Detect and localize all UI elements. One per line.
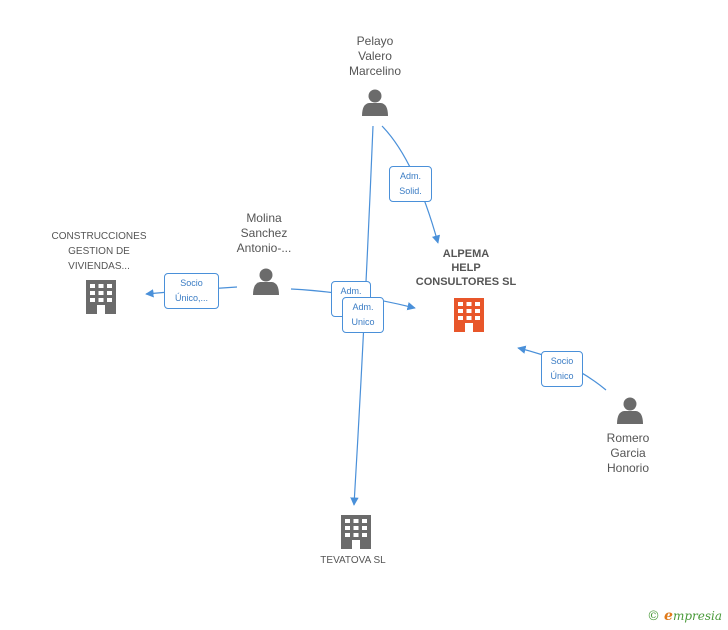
copyright-icon: ©	[647, 608, 661, 624]
node-label-construcciones[interactable]: CONSTRUCCIONES GESTION DE VIVIENDAS...	[51, 231, 147, 272]
brand-name: empresia	[664, 608, 722, 624]
person-icon[interactable]	[617, 397, 643, 425]
empresia-logo: © empresia	[647, 608, 722, 624]
edge-label-pelayo-tevatova[interactable]: Adm. Unico	[342, 297, 384, 333]
node-label-pelayo[interactable]: Pelayo Valero Marcelino	[348, 34, 402, 78]
node-label-romero[interactable]: Romero Garcia Honorio	[606, 431, 650, 475]
edge-label-pelayo-alpema[interactable]: Adm. Solid.	[389, 166, 432, 202]
building-icon-focus[interactable]	[454, 298, 484, 332]
edge-label-romero-alpema[interactable]: Socio Único	[541, 351, 583, 387]
person-icon[interactable]	[253, 268, 279, 296]
person-icon[interactable]	[362, 89, 388, 117]
node-label-molina[interactable]: Molina Sanchez Antonio-...	[236, 211, 292, 255]
edge-label-molina-construcciones[interactable]: Socio Único,...	[164, 273, 219, 309]
building-icon[interactable]	[341, 515, 371, 549]
building-icon[interactable]	[86, 280, 116, 314]
node-label-alpema[interactable]: ALPEMA HELP CONSULTORES SL	[415, 248, 517, 288]
node-label-tevatova[interactable]: TEVATOVA SL	[320, 555, 386, 566]
